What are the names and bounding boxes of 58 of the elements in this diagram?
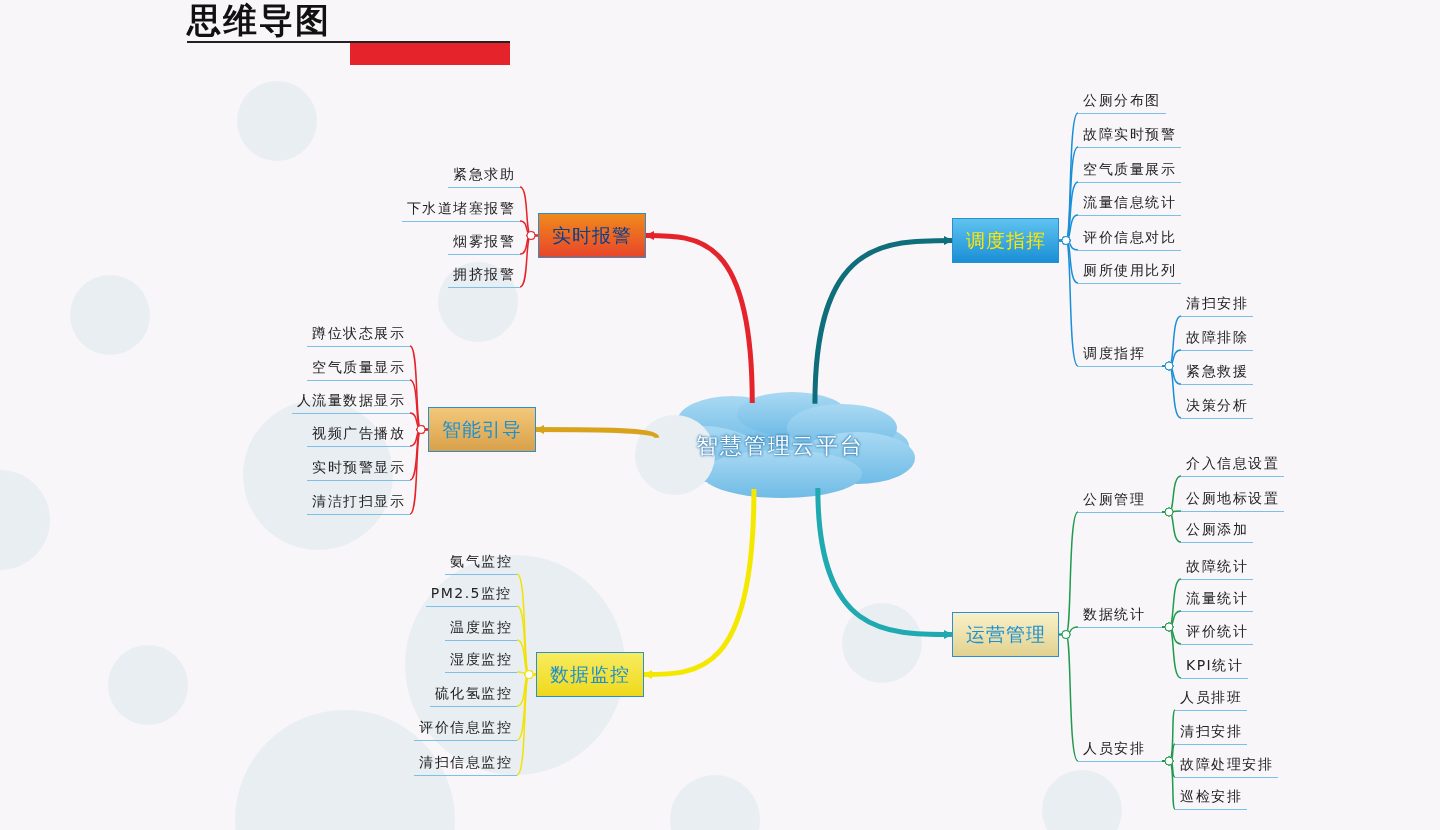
connector [409,425,429,515]
subtopic-label: 清扫信息监控 [414,751,517,776]
subtopic-label: 湿度监控 [445,648,517,673]
subtopic-label: 人员排班 [1175,686,1247,711]
subtopic-label: 紧急求助 [448,163,520,188]
subtopic-label: 硫化氢监控 [429,682,517,707]
subtopic-label: 公厕添加 [1181,518,1253,543]
connector [1161,507,1182,543]
subtopic-label: 故障处理安排 [1175,753,1278,778]
subtopic-label: 蹲位状态展示 [307,322,410,347]
subtopic-label: 实时预警显示 [307,456,410,481]
connector [535,425,659,440]
topic-box: 智能引导 [428,407,536,452]
subtopic-label: 清扫安排 [1175,720,1247,745]
subtopic-label: 评价信息监控 [414,716,517,741]
subtopic-label: 公厕管理 [1078,488,1162,513]
connector [519,231,539,288]
subtopic-label: 流量信息统计 [1078,191,1181,216]
subtopic-label: 人流量数据显示 [291,389,410,414]
subtopic-label: 评价统计 [1181,620,1253,645]
subtopic-label: 介入信息设置 [1181,452,1284,477]
subtopic-label: 空气质量显示 [307,356,410,381]
subtopic-label: 流量统计 [1181,587,1253,612]
subtopic-label: 清扫安排 [1181,292,1253,317]
connector [815,487,953,639]
subtopic-label: 烟雾报警 [448,230,520,255]
topic-box: 实时报警 [538,213,646,258]
subtopic-label: 故障统计 [1181,555,1253,580]
connector [1058,236,1079,367]
topic-box: 调度指挥 [952,218,1059,263]
connector [812,236,953,404]
subtopic-label: 人员安排 [1078,737,1162,762]
subtopic-label: 公厕地标设置 [1181,487,1284,512]
topic-box: 数据监控 [536,652,644,697]
connector [643,489,757,679]
subtopic-label: 清洁打扫显示 [307,490,410,515]
topic-box: 运营管理 [952,612,1059,657]
subtopic-label: 氨气监控 [445,550,517,575]
connector [516,670,537,776]
subtopic-label: 视频广告播放 [307,422,410,447]
subtopic-label: 调度指挥 [1078,342,1162,367]
subtopic-label: 温度监控 [445,616,517,641]
subtopic-label: 决策分析 [1181,394,1253,419]
subtopic-label: 数据统计 [1078,603,1162,628]
subtopic-label: 故障排除 [1181,326,1253,351]
subtopic-label: 下水道堵塞报警 [401,197,520,222]
subtopic-label: 故障实时预警 [1078,123,1181,148]
connector [645,231,755,404]
connector [1058,630,1079,762]
title: 思维导图 [187,0,510,65]
subtopic-label: PM2.5监控 [425,582,517,607]
subtopic-label: 巡检安排 [1175,785,1247,810]
subtopic-label: 空气质量展示 [1078,158,1181,183]
subtopic-label: 公厕分布图 [1078,89,1166,114]
subtopic-label: 厕所使用比列 [1078,259,1181,284]
subtopic-label: 评价信息对比 [1078,226,1181,251]
subtopic-label: KPI统计 [1181,654,1249,679]
subtopic-label: 紧急救援 [1181,360,1253,385]
